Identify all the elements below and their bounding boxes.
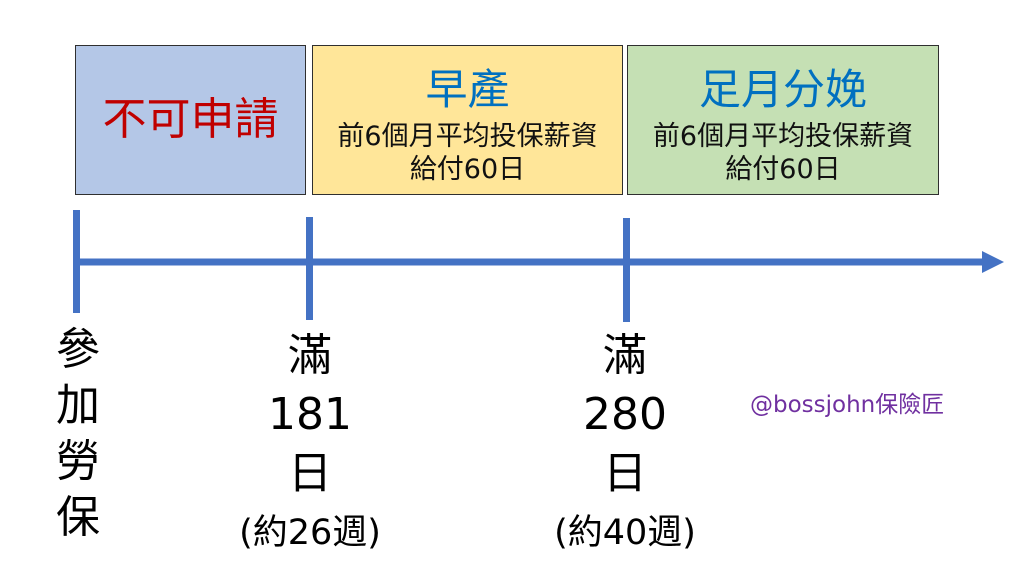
period-box-full-term-birth: 足月分娩 前6個月平均投保薪資 給付60日 xyxy=(627,45,939,195)
author-watermark: @bossjohn保險匠 xyxy=(750,392,945,418)
period-detail-benefit-days: 給付60日 xyxy=(725,154,841,185)
milestone-label-181-days: 滿 181 日 (約26週) xyxy=(210,326,410,563)
milestone-week-note: (約26週) xyxy=(239,513,381,553)
milestone-label-280-days: 滿 280 日 (約40週) xyxy=(525,326,725,563)
milestone-line: 滿 xyxy=(603,330,647,381)
milestone-line: 滿 xyxy=(288,330,332,381)
milestone-week-note: (約40週) xyxy=(554,513,696,553)
period-title-not-eligible: 不可申請 xyxy=(102,94,279,145)
period-title-full-term-birth: 足月分娩 xyxy=(698,65,867,114)
timeline-arrowhead-icon xyxy=(982,251,1004,273)
milestone-line: 日 xyxy=(603,448,647,499)
period-box-not-eligible: 不可申請 xyxy=(75,45,306,195)
period-detail-salary-basis: 前6個月平均投保薪資 xyxy=(652,121,914,152)
milestone-day-count: 181 xyxy=(268,389,352,440)
period-box-premature-birth: 早產 前6個月平均投保薪資 給付60日 xyxy=(312,45,623,195)
period-detail-benefit-days: 給付60日 xyxy=(409,154,526,185)
period-title-premature-birth: 早產 xyxy=(425,65,510,114)
milestone-label-enrollment: 參加勞保 xyxy=(56,324,100,543)
milestone-day-count: 280 xyxy=(583,389,667,440)
period-detail-salary-basis: 前6個月平均投保薪資 xyxy=(337,121,598,152)
milestone-line: 日 xyxy=(288,448,332,499)
